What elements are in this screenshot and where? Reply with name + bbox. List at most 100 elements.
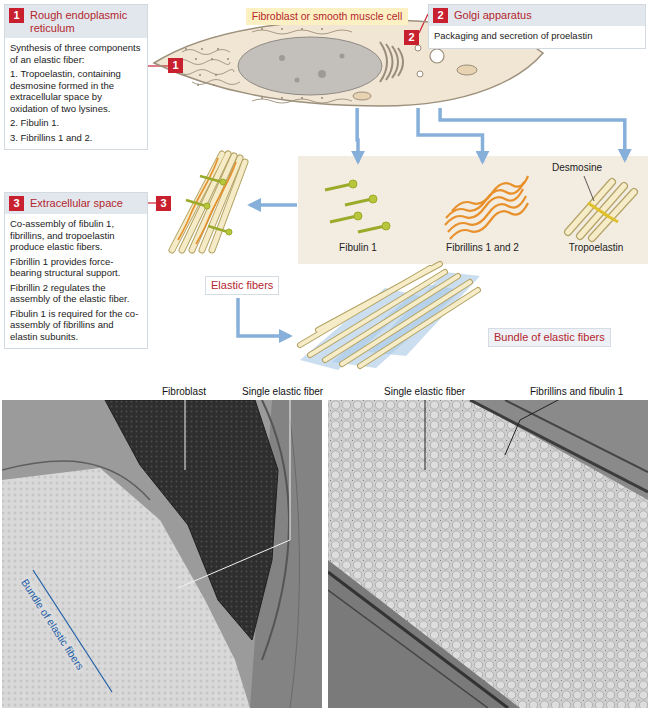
- component-item: DesmosineTropoelastin: [548, 160, 644, 258]
- tropoelastin-icon: [568, 176, 634, 238]
- golgi-apparatus: [380, 42, 403, 82]
- callout-number: 1: [168, 58, 183, 73]
- component-item: Fibrillins 1 and 2: [430, 162, 535, 258]
- micrograph: [33, 570, 112, 692]
- ribosomes: [321, 28, 323, 30]
- component-item: Fibulin 1: [312, 162, 404, 258]
- callout-number: 3: [156, 196, 171, 211]
- step-text: 1. Tropoelastin, containing desmosine fo…: [10, 68, 142, 114]
- micrograph: [328, 400, 648, 708]
- flow-arrow: [250, 203, 297, 207]
- desmosine-crosslink: [588, 203, 618, 222]
- fiber-assembly: [212, 162, 245, 250]
- flow-arrow: [238, 205, 297, 336]
- golgi-apparatus: [380, 42, 387, 82]
- fiber-assembly: [200, 176, 222, 182]
- ribosomes: [321, 97, 323, 99]
- step-number: 2: [433, 8, 448, 23]
- step-text: 2. Fibulin 1.: [10, 117, 142, 129]
- ribosomes: [301, 97, 303, 99]
- golgi-apparatus: [398, 48, 403, 76]
- ribosomes: [217, 48, 219, 50]
- ribosomes: [301, 28, 303, 30]
- rough-er: [182, 50, 230, 55]
- step-text: Fibulin 1 is required for the co-assembl…: [10, 308, 142, 343]
- fibulin-icon: [369, 195, 377, 203]
- fibulin-icon: [349, 180, 357, 188]
- leader-line: [419, 14, 428, 33]
- micrograph: [328, 400, 648, 708]
- fiber-bundle: [300, 272, 480, 370]
- leader-line: [425, 400, 426, 470]
- step-number: 1: [9, 8, 24, 23]
- micrograph-label: Single elastic fiber: [382, 386, 467, 398]
- step-text: Fibrillin 2 regulates the assembly of th…: [10, 282, 142, 305]
- fiber-assembly: [186, 176, 232, 235]
- flow-arrow: [418, 108, 482, 162]
- leader-line: [185, 400, 186, 470]
- ribosomes: [211, 58, 213, 60]
- step-box: 3Extracellular spaceCo-assembly of fibul…: [4, 192, 148, 349]
- micrograph: [328, 590, 488, 708]
- step-text: Co-assembly of fibulin 1, fibrillins, an…: [10, 218, 142, 253]
- ribosomes: [197, 84, 199, 86]
- chromatin: [295, 78, 300, 83]
- step-title: Golgi apparatus: [454, 8, 532, 22]
- chromatin: [340, 54, 345, 59]
- fiber-assembly: [226, 229, 232, 235]
- micrograph: [2, 461, 150, 500]
- micrograph: [2, 400, 322, 708]
- leader-line: [505, 400, 560, 455]
- fibrillin-icon: [452, 176, 528, 211]
- fiber-bundle: [300, 264, 480, 370]
- component-note: Desmosine: [552, 162, 602, 174]
- nucleus: [238, 37, 382, 95]
- figure-label: Elastic fibers: [205, 276, 279, 295]
- fiber-assembly: [178, 158, 236, 244]
- fiber-assembly: [208, 226, 228, 232]
- micrograph: [328, 572, 508, 708]
- flow-arrow: [440, 108, 625, 160]
- chromatin: [279, 54, 345, 83]
- flow-arrow: [238, 298, 290, 336]
- box-header: 2 Golgi apparatus: [429, 5, 645, 26]
- tropoelastin-icon: [568, 182, 634, 238]
- fiber-bundle: [300, 264, 478, 366]
- fibulin-icon: [325, 184, 352, 190]
- ribosomes: [195, 58, 197, 60]
- micrograph: [105, 400, 278, 640]
- leader-line: [425, 400, 560, 470]
- step-text: Synthesis of three components of an elas…: [10, 42, 142, 65]
- step-box: 1Rough endoplasmic reticulumSynthesis of…: [4, 4, 148, 150]
- fiber-assembly: [204, 203, 210, 209]
- micrograph-label: Fibroblast: [160, 386, 208, 398]
- ribosomes: [185, 48, 187, 50]
- leader-line: [178, 400, 290, 588]
- chromatin: [318, 70, 326, 78]
- fiber-assembly: [202, 158, 240, 250]
- micrograph-label: Bundle of elastic fibers: [18, 575, 88, 674]
- fiber-assembly: [186, 200, 206, 206]
- step-number: 3: [9, 196, 24, 211]
- ribosomes: [281, 28, 283, 30]
- box-body: Packaging and secretion of proelastin: [429, 26, 645, 48]
- vesicle: [415, 45, 421, 51]
- mitochondrion: [353, 92, 371, 100]
- leader-line: [148, 202, 156, 203]
- mitochondrion: [457, 65, 477, 75]
- fibulin-icon: [382, 222, 390, 230]
- fiber-assembly: [196, 162, 236, 244]
- callout-number: 2: [404, 30, 419, 45]
- box-body: Co-assembly of fibulin 1, fibrillins, an…: [5, 214, 147, 348]
- micrograph-label: Fibrillins and fibulin 1: [528, 386, 625, 398]
- fiber-bundle: [342, 282, 470, 364]
- box-body: Synthesis of three components of an elas…: [5, 38, 147, 149]
- step-text: Fibrillin 1 provides force-bearing struc…: [10, 256, 142, 279]
- micrograph: [290, 420, 299, 708]
- ribosomes: [227, 58, 229, 60]
- fiber-assembly: [172, 154, 245, 250]
- ribosomes: [199, 74, 201, 76]
- ribosomes: [281, 97, 283, 99]
- step-text: Packaging and secretion of proelastin: [434, 30, 640, 42]
